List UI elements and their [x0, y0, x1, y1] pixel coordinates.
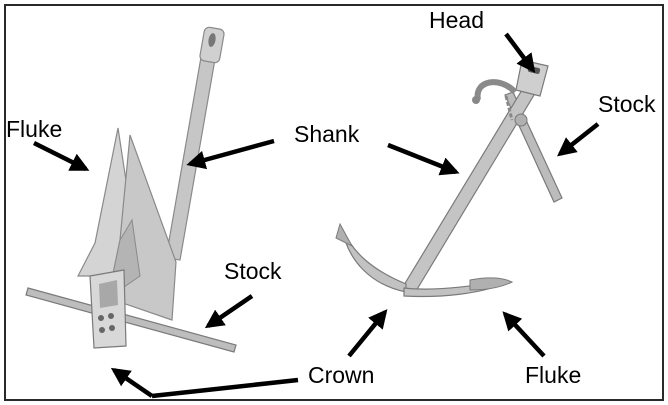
label-stock-left: Stock: [224, 258, 282, 284]
label-head: Head: [429, 7, 484, 33]
label-shank: Shank: [294, 121, 360, 147]
label-crown: Crown: [308, 362, 374, 388]
label-stock-right: Stock: [598, 91, 656, 117]
label-fluke-bottom: Fluke: [525, 362, 581, 388]
label-fluke-left: Fluke: [6, 116, 62, 142]
